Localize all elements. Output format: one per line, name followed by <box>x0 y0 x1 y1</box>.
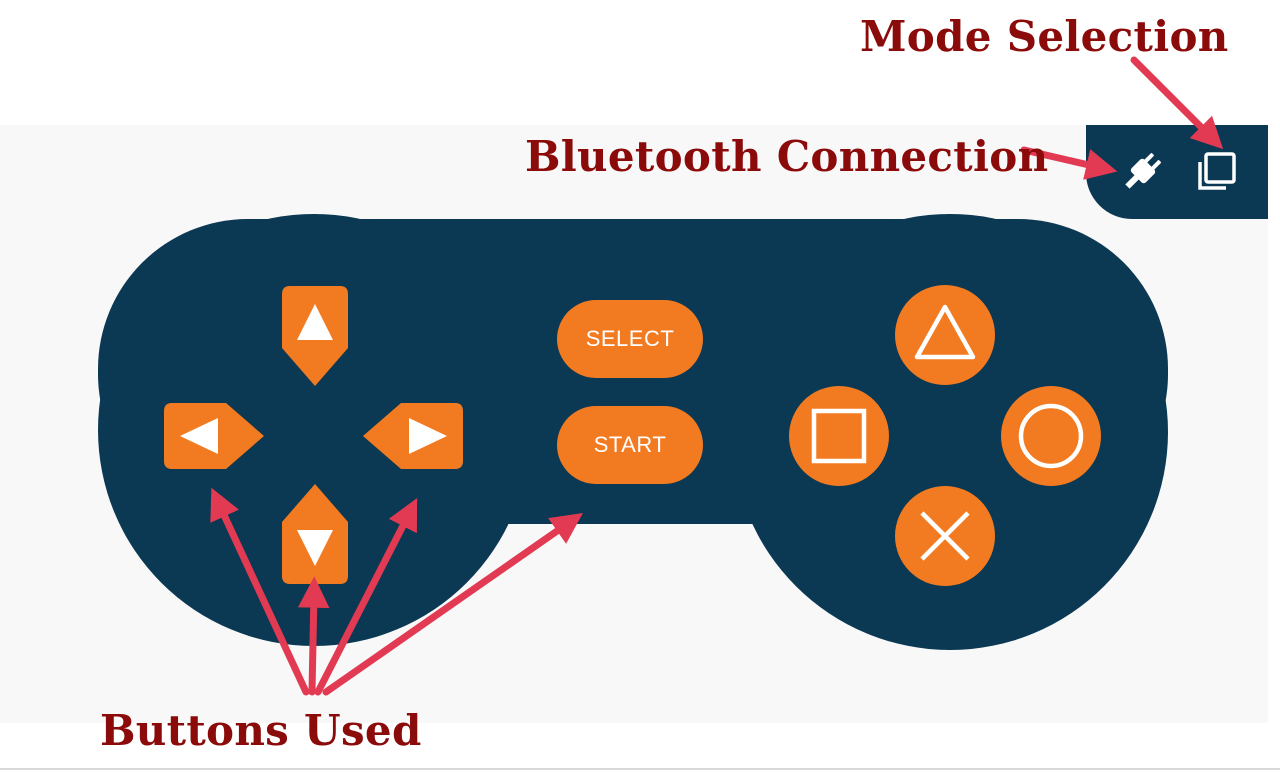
cross-icon <box>920 511 970 561</box>
left-arrow-icon <box>164 403 264 469</box>
start-button-label: START <box>593 432 667 457</box>
bottom-divider <box>0 768 1280 770</box>
square-button[interactable] <box>789 386 889 486</box>
plug-icon <box>1125 153 1161 189</box>
mode-selection-callout: Mode Selection <box>860 12 1229 61</box>
bluetooth-connection-button[interactable] <box>1118 148 1168 194</box>
circle-icon <box>1018 403 1084 469</box>
right-arrow-icon <box>363 403 463 469</box>
dpad-up-button[interactable] <box>282 286 348 386</box>
down-arrow-icon <box>282 484 348 584</box>
copy-squares-icon <box>1198 152 1236 190</box>
triangle-button[interactable] <box>895 285 995 385</box>
mode-selection-button[interactable] <box>1194 148 1240 194</box>
triangle-icon <box>914 304 976 360</box>
up-arrow-icon <box>282 286 348 386</box>
select-button-label: SELECT <box>585 326 675 351</box>
circle-button[interactable] <box>1001 386 1101 486</box>
dpad-right-button[interactable] <box>363 403 463 469</box>
cross-button[interactable] <box>895 486 995 586</box>
select-button[interactable]: SELECT <box>557 300 703 378</box>
dpad-left-button[interactable] <box>164 403 264 469</box>
start-button[interactable]: START <box>557 406 703 484</box>
buttons-used-callout: Buttons Used <box>100 706 422 755</box>
bluetooth-connection-callout: Bluetooth Connection <box>525 132 1049 181</box>
dpad-down-button[interactable] <box>282 484 348 584</box>
square-icon <box>811 408 867 464</box>
